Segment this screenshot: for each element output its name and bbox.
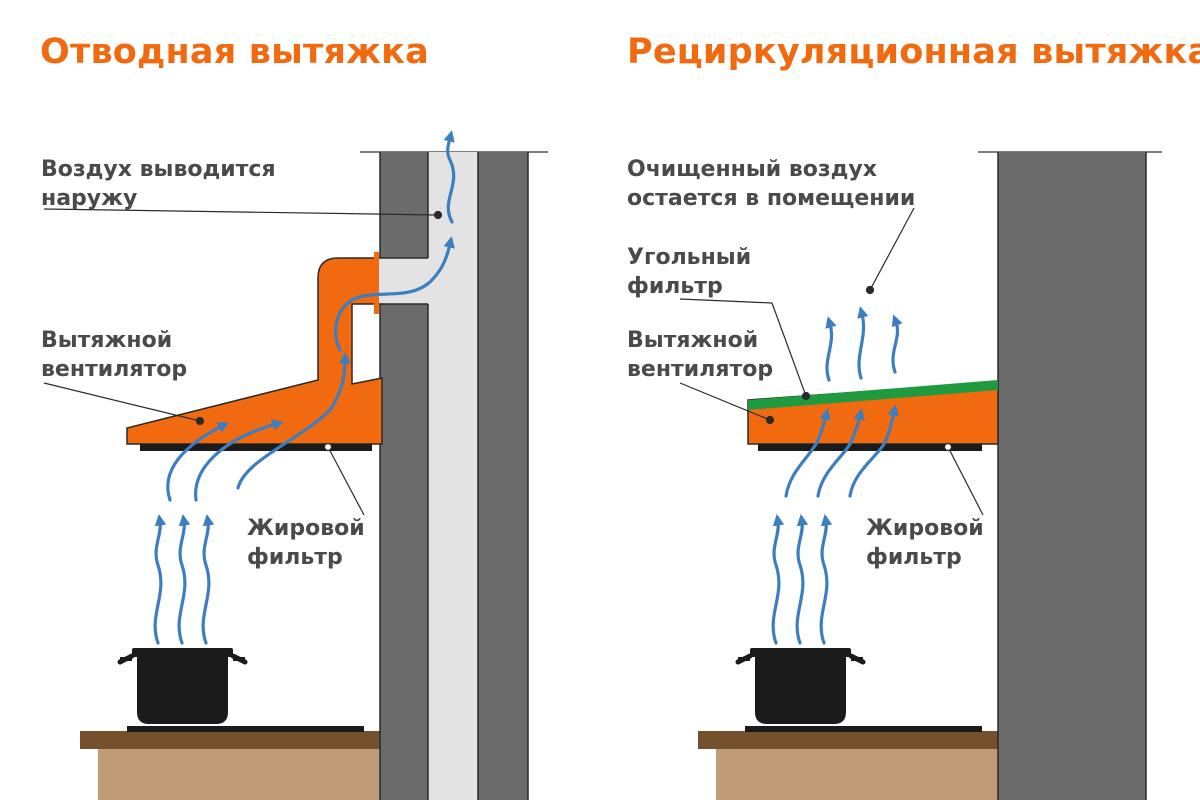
pointers-left <box>43 208 443 516</box>
steam-arrows-right <box>771 306 903 645</box>
title-recirculation-hood: Рециркуляционная вытяжка <box>627 32 1200 72</box>
hood-collar <box>374 252 379 314</box>
label-fan-right: Вытяжной вентилятор <box>627 326 773 384</box>
label-fan-left-line2: вентилятор <box>41 357 188 382</box>
counter-top-right <box>698 731 998 749</box>
pot-left <box>117 648 248 724</box>
label-grease-filter-left-line1: Жировой <box>247 516 365 541</box>
title-ducted-hood: Отводная вытяжка <box>40 32 429 72</box>
label-air-out-line1: Воздух выводится <box>41 157 276 182</box>
steam-arrows-left <box>153 130 456 645</box>
counter-body-left <box>98 748 380 800</box>
wall-right-part <box>478 152 528 800</box>
hood-body-left <box>126 257 383 445</box>
label-clean-air-line1: Очищенный воздух <box>627 157 877 182</box>
pointers-right <box>679 207 984 516</box>
label-grease-filter-left: Жировой фильтр <box>247 514 365 572</box>
wall-right-scene <box>998 152 1146 800</box>
label-carbon-filter-line2: фильтр <box>627 274 723 299</box>
grease-filter-left <box>140 444 372 451</box>
wall-left-part <box>380 152 428 800</box>
left-scene <box>43 130 548 800</box>
label-air-out-line2: наружу <box>41 186 138 211</box>
label-fan-left-line1: Вытяжной <box>41 328 173 353</box>
label-grease-filter-right: Жировой фильтр <box>866 514 984 572</box>
label-fan-right-line2: вентилятор <box>627 357 774 382</box>
counter-top-left <box>80 731 380 749</box>
label-grease-filter-right-line2: фильтр <box>866 545 962 570</box>
cooktop-right <box>745 726 982 732</box>
pot-right <box>735 648 866 724</box>
vent-shaft <box>428 152 478 800</box>
label-carbon-filter: Угольный фильтр <box>627 243 751 301</box>
label-grease-filter-right-line1: Жировой <box>866 516 984 541</box>
label-air-out: Воздух выводится наружу <box>41 155 276 213</box>
label-carbon-filter-line1: Угольный <box>627 245 752 270</box>
label-fan-right-line1: Вытяжной <box>627 328 759 353</box>
counter-body-right <box>716 748 998 800</box>
cooktop-left <box>127 726 364 732</box>
label-fan-left: Вытяжной вентилятор <box>41 326 187 384</box>
grease-filter-right <box>758 444 982 451</box>
right-scene <box>679 151 1162 800</box>
label-clean-air-line2: остается в помещении <box>627 186 916 211</box>
carbon-filter-right <box>748 380 998 410</box>
wall-opening <box>378 258 430 304</box>
label-clean-air: Очищенный воздух остается в помещении <box>627 155 915 213</box>
label-grease-filter-left-line2: фильтр <box>247 545 343 570</box>
